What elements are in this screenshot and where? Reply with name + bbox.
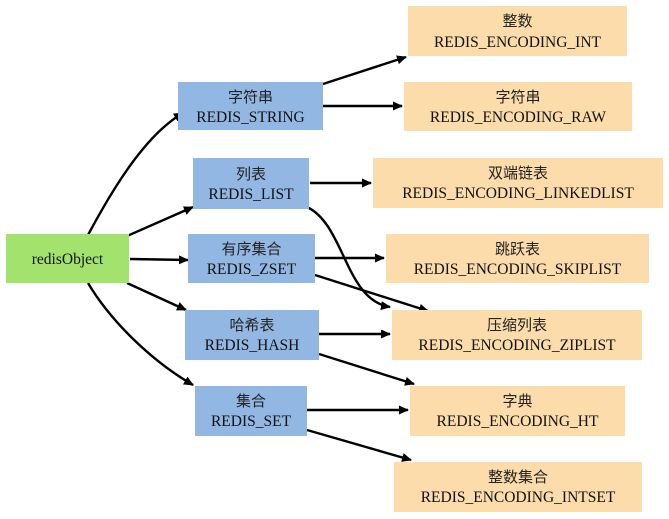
node-encoding-ht-box (410, 386, 625, 436)
node-encoding-ziplist-box (392, 310, 642, 360)
node-redisobject-box (6, 234, 129, 283)
node-encoding-intset-cn: 整数集合 (488, 468, 548, 486)
node-redis-zset-cn: 有序集合 (221, 240, 281, 258)
node-encoding-int-box (408, 6, 627, 56)
node-encoding-raw: 字符串 REDIS_ENCODING_RAW (404, 82, 632, 131)
node-encoding-linkedlist: 双端链表 REDIS_ENCODING_LINKEDLIST (373, 158, 663, 208)
node-redis-hash-en: REDIS_HASH (205, 337, 300, 354)
node-encoding-ziplist-cn: 压缩列表 (487, 316, 547, 334)
node-redis-set-box (195, 386, 307, 436)
node-redis-string-cn: 字符串 (228, 88, 273, 106)
edge-root-string (86, 111, 184, 236)
node-encoding-skiplist-cn: 跳跃表 (495, 240, 540, 258)
node-redis-list: 列表 REDIS_LIST (193, 158, 309, 209)
node-redisobject: redisObject (6, 234, 129, 283)
node-encoding-intset-en: REDIS_ENCODING_INTSET (421, 489, 616, 506)
node-redis-hash-cn: 哈希表 (229, 316, 274, 334)
node-encoding-linkedlist-en: REDIS_ENCODING_LINKEDLIST (402, 185, 634, 202)
node-redis-string-box (178, 82, 323, 130)
node-redis-list-box (193, 158, 309, 209)
edge-hash-ht (318, 352, 415, 386)
node-encoding-ziplist: 压缩列表 REDIS_ENCODING_ZIPLIST (392, 310, 642, 360)
node-encoding-intset-box (394, 462, 642, 512)
node-redis-list-cn: 列表 (236, 165, 266, 183)
node-redis-zset-en: REDIS_ZSET (207, 261, 297, 278)
node-redis-set-cn: 集合 (236, 392, 266, 410)
node-redis-set-en: REDIS_SET (211, 413, 292, 430)
node-encoding-skiplist: 跳跃表 REDIS_ENCODING_SKIPLIST (386, 234, 649, 283)
edge-root-zset (129, 255, 189, 265)
node-encoding-raw-en: REDIS_ENCODING_RAW (430, 109, 607, 126)
node-redis-zset-box (188, 234, 315, 283)
node-encoding-ziplist-en: REDIS_ENCODING_ZIPLIST (418, 337, 616, 354)
node-redis-string-en: REDIS_STRING (196, 109, 305, 126)
node-encoding-intset: 整数集合 REDIS_ENCODING_INTSET (394, 462, 642, 512)
edges (86, 55, 429, 462)
edge-root-set (86, 282, 194, 387)
node-redisobject-label: redisObject (32, 251, 104, 268)
node-redis-hash: 哈希表 REDIS_HASH (185, 310, 319, 360)
edge-root-list (126, 205, 194, 238)
node-encoding-ht-en: REDIS_ENCODING_HT (437, 413, 599, 430)
node-encoding-ht-cn: 字典 (502, 392, 532, 410)
node-encoding-linkedlist-cn: 双端链表 (488, 164, 548, 182)
node-encoding-int-cn: 整数 (502, 12, 532, 30)
edge-string-int (322, 55, 407, 86)
node-encoding-int-en: REDIS_ENCODING_INT (434, 34, 602, 51)
node-encoding-int: 整数 REDIS_ENCODING_INT (408, 6, 627, 56)
node-redis-hash-box (185, 310, 319, 360)
edge-list-ziplist (306, 205, 391, 311)
edge-set-intset (306, 428, 412, 462)
node-redis-set: 集合 REDIS_SET (195, 386, 307, 436)
node-encoding-raw-box (404, 82, 632, 131)
node-encoding-raw-cn: 字符串 (495, 88, 540, 106)
node-encoding-ht: 字典 REDIS_ENCODING_HT (410, 386, 625, 436)
node-encoding-skiplist-box (386, 234, 649, 283)
node-redis-string: 字符串 REDIS_STRING (178, 82, 323, 130)
node-encoding-skiplist-en: REDIS_ENCODING_SKIPLIST (414, 261, 622, 278)
node-redis-list-en: REDIS_LIST (208, 186, 294, 203)
edge-root-hash (126, 281, 187, 312)
node-encoding-linkedlist-box (373, 158, 663, 208)
node-redis-zset: 有序集合 REDIS_ZSET (188, 234, 315, 283)
edge-zset-ziplist (314, 273, 429, 313)
